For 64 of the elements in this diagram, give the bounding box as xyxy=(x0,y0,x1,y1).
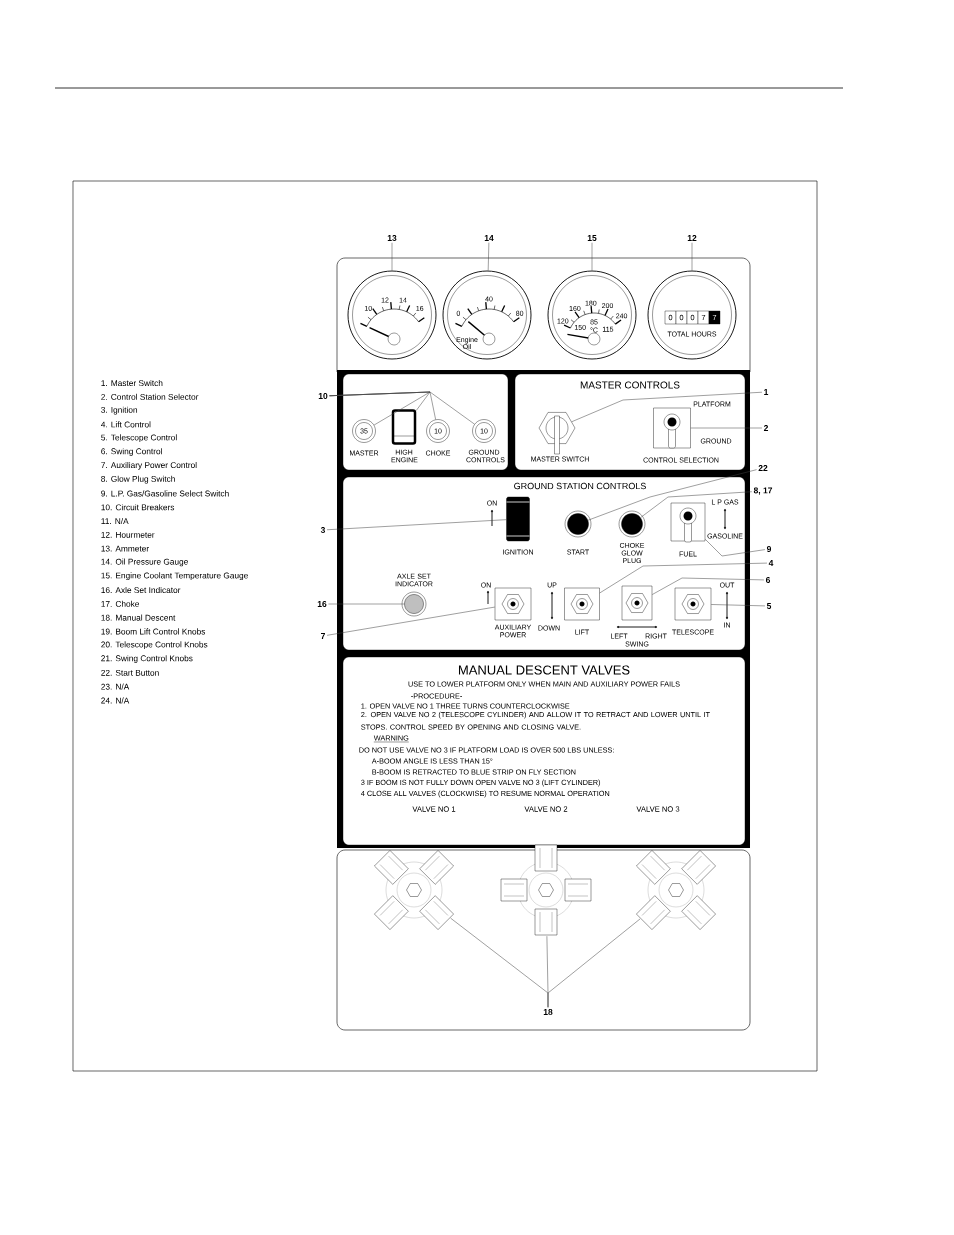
key-list-item: 7. Auxiliary Power Control xyxy=(101,461,197,470)
callout-number: 7 xyxy=(321,633,325,639)
key-list-item: 22. Start Button xyxy=(101,669,159,676)
callout-number: 22 xyxy=(758,465,768,471)
callout-number: 15 xyxy=(587,235,597,241)
key-list-item: 8. Glow Plug Switch xyxy=(101,475,175,484)
valve-knob xyxy=(636,850,716,930)
leader-line xyxy=(571,392,763,423)
key-list-item: 15. Engine Coolant Temperature Gauge xyxy=(101,572,248,581)
callout-number: 16 xyxy=(317,601,327,607)
callout-number: 2 xyxy=(763,425,769,431)
callout-number: 10 xyxy=(318,393,328,399)
key-list-item: 9. L.P. Gas/Gasoline Select Switch xyxy=(101,490,229,497)
valve-knob xyxy=(374,850,454,930)
panel-heading: GROUND STATION CONTROLS xyxy=(514,482,646,490)
callout-number: 9 xyxy=(766,546,772,552)
leader-line xyxy=(599,562,768,594)
key-list-item: 1. Master Switch xyxy=(101,379,163,387)
valve-knob xyxy=(500,844,592,936)
panel-heading: MANUAL DESCENT VALVES xyxy=(459,665,630,675)
callout-number: 18 xyxy=(543,1009,553,1015)
callout-number: 1 xyxy=(764,389,769,395)
key-list-item: 4. Lift Control xyxy=(101,421,151,428)
leader-line xyxy=(651,577,765,595)
key-list-item: 24. N/A xyxy=(101,697,130,704)
leader-line xyxy=(691,242,693,271)
callout-number: 13 xyxy=(387,235,397,241)
callout-number: 14 xyxy=(484,235,494,241)
callout-number: 8, 17 xyxy=(753,487,773,495)
key-list-item: 16. Axle Set Indicator xyxy=(101,586,181,594)
panel-heading: MASTER CONTROLS xyxy=(580,381,680,389)
callout-number: 12 xyxy=(687,235,697,241)
leader-line xyxy=(587,469,757,521)
leader-line xyxy=(640,491,753,518)
leader-line xyxy=(328,603,405,605)
leader-line xyxy=(547,918,641,1008)
key-list-item: 11. N/A xyxy=(101,517,129,525)
key-list-item: 19. Boom Lift Control Knobs xyxy=(101,628,206,635)
key-list-item: 5. Telescope Control xyxy=(101,434,177,443)
callout-number: 3 xyxy=(320,527,326,533)
leader-line xyxy=(690,427,763,429)
callout-number: 4 xyxy=(768,560,774,566)
key-list-item: 20. Telescope Control Knobs xyxy=(101,641,208,650)
key-list-item: 17. Choke xyxy=(101,600,140,607)
callout-number: 5 xyxy=(766,603,772,609)
key-list-item: 18. Manual Descent xyxy=(101,614,176,621)
leader-line xyxy=(329,391,475,425)
leader-line xyxy=(326,606,496,636)
key-list-item: 6. Swing Control xyxy=(101,448,162,456)
key-list-item: 23. N/A xyxy=(101,683,130,690)
key-list-item: 14. Oil Pressure Gauge xyxy=(101,558,188,567)
leader-line xyxy=(710,604,766,607)
key-list-item: 2. Control Station Selector xyxy=(101,393,199,400)
leader-line xyxy=(326,519,507,531)
key-list-item: 10. Circuit Breakers xyxy=(101,504,175,511)
key-list-item: 3. Ignition xyxy=(101,406,137,415)
leader-line xyxy=(391,242,393,271)
key-list-item: 21. Swing Control Knobs xyxy=(101,655,193,663)
leader-line xyxy=(591,242,593,271)
key-list-item: 13. Ammeter xyxy=(101,545,149,552)
leader-line xyxy=(487,242,490,271)
leader-line xyxy=(704,538,766,557)
callout-number: 6 xyxy=(765,577,771,583)
key-list-item: 12. Hourmeter xyxy=(101,531,155,538)
